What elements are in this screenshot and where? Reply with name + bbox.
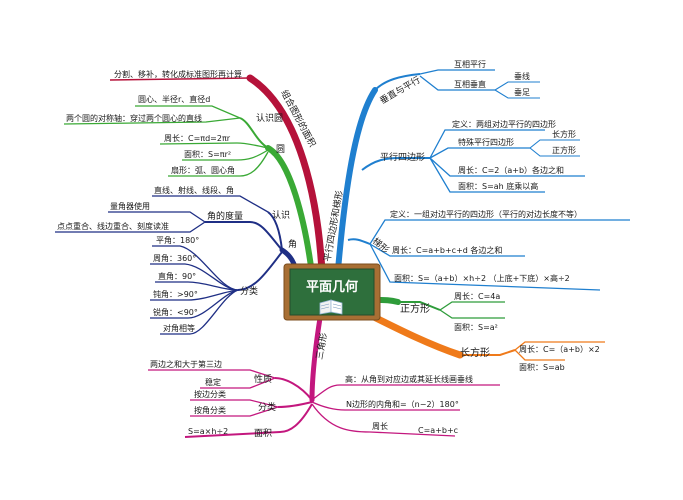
rect-label: 长方形 [460, 346, 490, 359]
center-node: 平面几何 [283, 263, 381, 321]
angle-classify-label: 分类 [240, 285, 258, 297]
triangle-classify-label: 分类 [258, 401, 276, 413]
parallel-perp-label: 垂直与平行 [378, 74, 423, 107]
triangle-height: 高：从角到对应边或其延长线画垂线 [345, 374, 473, 384]
circle-area: 面积：S=πr² [184, 149, 231, 159]
branch-triangle [148, 315, 500, 438]
circle-recognize-label: 认识圆 [256, 112, 283, 124]
book-icon [319, 299, 343, 315]
triangle-area-item: S=a×h÷2 [188, 427, 228, 436]
square-item-2: 面积：S=a² [454, 322, 498, 332]
parallel-trap-area: 面积：S=（a+b）×h÷2 （上底+下底）×高÷2 [394, 273, 570, 283]
parallel-para-def: 定义：两组对边平行的四边形 [452, 119, 556, 129]
angle-measure-label: 角的度量 [207, 210, 243, 222]
parallel-para-perimeter: 周长：C=2（a+b）各边之和 [458, 165, 564, 175]
square-label: 正方形 [400, 302, 430, 315]
branch-combo [109, 74, 326, 276]
parallel-para-special-item-2: 正方形 [552, 145, 576, 155]
triangle-classify-item-1: 按边分类 [194, 389, 226, 399]
angle-measure-item-1: 量角器使用 [110, 201, 150, 211]
branch-parallel [335, 69, 630, 291]
angle-label: 角 [288, 238, 297, 250]
triangle-nature-item-2: 稳定 [205, 377, 221, 387]
angle-measure-item-2: 点点重合、线边重合、刻度读准 [57, 221, 169, 231]
angle-classify-item-2: 周角：360° [153, 253, 196, 263]
branch-circle [63, 105, 315, 277]
triangle-area-label: 面积 [254, 427, 272, 439]
branch-square [375, 297, 505, 319]
parallel-perp-item-2: 互相垂直 [454, 79, 486, 89]
parallel-trap-perimeter: 周长：C=a+b+c+d 各边之和 [392, 245, 502, 255]
combo-item-1: 分割、移补，转化成标准图形再计算 [114, 69, 242, 79]
circle-perimeter: 周长：C=πd=2πr [164, 133, 231, 143]
angle-classify-item-3: 直角：90° [158, 271, 196, 281]
parallel-perp-sub-2: 垂足 [514, 87, 530, 97]
angle-classify-item-1: 平角：180° [156, 235, 199, 245]
angle-classify-item-5: 锐角：<90° [153, 307, 198, 317]
angle-classify-item-4: 钝角：>90° [153, 289, 198, 299]
branch-rect [368, 312, 605, 361]
circle-sector: 扇形：弧、圆心角 [171, 165, 235, 175]
triangle-classify-item-2: 按角分类 [194, 405, 226, 415]
parallel-perp-sub-1: 垂线 [514, 71, 530, 81]
rect-item-2: 面积：S=ab [519, 362, 565, 372]
circle-label: 圆 [276, 144, 285, 155]
rect-item-1: 周长：C=（a+b）×2 [519, 344, 600, 354]
parallel-para-label: 平行四边形 [380, 151, 425, 163]
triangle-perimeter-label: 周长 [372, 421, 388, 431]
parallel-para-area: 面积：S=ah 底乘以高 [458, 181, 538, 191]
parallel-para-special: 特殊平行四边形 [458, 137, 514, 147]
triangle-perimeter-item: C=a+b+c [418, 426, 458, 435]
parallel-para-special-item-1: 长方形 [552, 129, 576, 139]
triangle-nature-item-1: 两边之和大于第三边 [150, 359, 222, 369]
triangle-inner-angle: N边形的内角和=（n−2）180° [346, 399, 459, 409]
circle-recognize-item-1: 圆心、半径r、直径d [138, 94, 210, 104]
angle-recognize-item: 直线、射线、线段、角 [154, 185, 234, 195]
square-item-1: 周长：C=4a [454, 291, 500, 301]
branch-angle [55, 195, 301, 335]
angle-recognize-label: 认识 [272, 209, 290, 221]
circle-recognize-item-2: 两个圆的对称轴：穿过两个圆心的直线 [66, 113, 202, 123]
angle-classify-item-6: 对角相等 [163, 323, 195, 333]
center-title: 平面几何 [306, 279, 358, 295]
parallel-trap-def: 定义：一组对边平行的四边形（平行的对边长度不等） [390, 209, 582, 219]
parallel-perp-item-1: 互相平行 [454, 59, 486, 69]
triangle-nature-label: 性质 [254, 373, 272, 385]
